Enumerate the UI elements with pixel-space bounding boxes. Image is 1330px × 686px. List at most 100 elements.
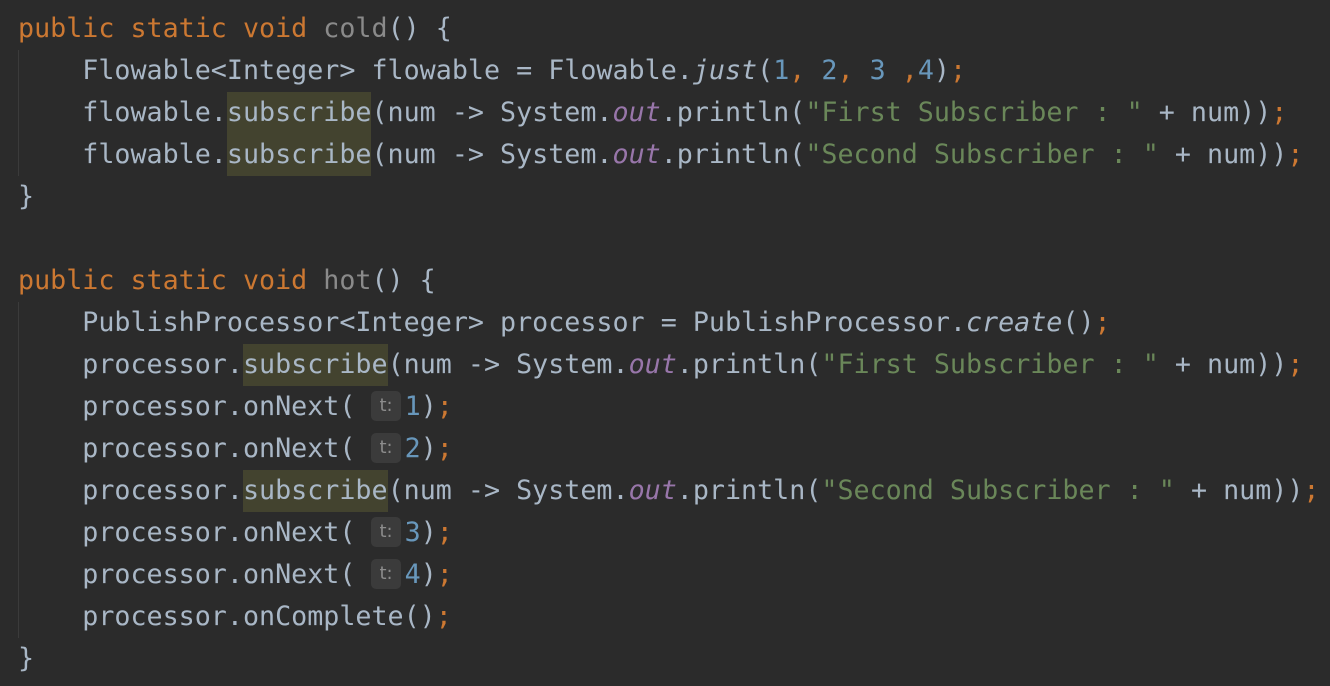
- code-token: ,: [837, 55, 870, 86]
- number-literal: 2: [821, 55, 838, 86]
- code-token: PublishProcessor<Integer> processor = Pu…: [18, 307, 966, 338]
- parameter-hint: t:: [371, 516, 401, 547]
- number-literal: 2: [404, 433, 421, 464]
- code-line[interactable]: ​: [0, 218, 1330, 260]
- number-literal: 1: [404, 391, 421, 422]
- usage-highlight: subscribe: [242, 344, 388, 386]
- code-token: ;: [1271, 97, 1288, 128]
- code-token: ;: [436, 391, 453, 422]
- code-token: out: [628, 475, 677, 506]
- code-token: processor.: [18, 349, 243, 380]
- code-token: flowable.: [18, 97, 227, 128]
- code-token: processor.onNext(: [18, 559, 372, 590]
- code-token: cold: [323, 13, 388, 44]
- code-token: () {: [371, 265, 436, 296]
- code-token: ;: [435, 601, 452, 632]
- code-line[interactable]: flowable.subscribe(num -> System.out.pri…: [0, 134, 1330, 176]
- code-line[interactable]: processor.onComplete();: [0, 596, 1330, 638]
- code-line[interactable]: PublishProcessor<Integer> processor = Pu…: [0, 302, 1330, 344]
- code-token: Flowable<Integer> flowable = Flowable.: [18, 55, 693, 86]
- number-literal: 3: [869, 55, 886, 86]
- code-token: (: [757, 55, 774, 86]
- code-token: (num -> System.: [371, 97, 613, 128]
- number-literal: 1: [773, 55, 790, 86]
- code-token: flowable.: [18, 139, 227, 170]
- keyword: public static void: [18, 265, 324, 296]
- code-token: + num)): [1158, 139, 1288, 170]
- code-line[interactable]: processor.onNext( t:1);: [0, 386, 1330, 428]
- code-token: ;: [1287, 349, 1304, 380]
- indent-guide: [18, 134, 19, 176]
- code-token: out: [612, 139, 661, 170]
- code-token: .println(: [660, 139, 806, 170]
- number-literal: 3: [404, 517, 421, 548]
- string-literal: "Second Subscriber : ": [805, 139, 1159, 170]
- string-literal: "First Subscriber : ": [805, 97, 1143, 128]
- code-token: (num -> System.: [371, 139, 613, 170]
- code-token: ;: [1287, 139, 1304, 170]
- code-line[interactable]: public static void hot() {: [0, 260, 1330, 302]
- code-token: just: [692, 55, 758, 86]
- code-token: ;: [1094, 307, 1111, 338]
- code-token: + num)): [1158, 349, 1288, 380]
- code-token: }: [18, 643, 35, 674]
- code-line[interactable]: processor.onNext( t:2);: [0, 428, 1330, 470]
- indent-guide: [18, 344, 19, 386]
- code-token: ,: [885, 55, 918, 86]
- indent-guide: [18, 50, 19, 92]
- code-line[interactable]: processor.onNext( t:4);: [0, 554, 1330, 596]
- code-token: ;: [1303, 475, 1320, 506]
- number-literal: 4: [404, 559, 421, 590]
- code-token: .println(: [660, 97, 806, 128]
- code-line[interactable]: }: [0, 638, 1330, 680]
- code-line[interactable]: processor.onNext( t:3);: [0, 512, 1330, 554]
- code-line[interactable]: processor.subscribe(num -> System.out.pr…: [0, 344, 1330, 386]
- code-token: .println(: [676, 475, 822, 506]
- code-token: processor.onNext(: [18, 517, 372, 548]
- indent-guide: [18, 470, 19, 512]
- code-token: + num)): [1142, 97, 1272, 128]
- code-token: ): [933, 55, 950, 86]
- indent-guide: [18, 512, 19, 554]
- code-token: .println(: [676, 349, 822, 380]
- indent-guide: [18, 428, 19, 470]
- code-token: (num -> System.: [387, 475, 629, 506]
- code-token: create: [965, 307, 1063, 338]
- code-token: processor.onNext(: [18, 391, 372, 422]
- code-token: ): [420, 559, 437, 590]
- code-line[interactable]: Flowable<Integer> flowable = Flowable.ju…: [0, 50, 1330, 92]
- code-line[interactable]: }: [0, 176, 1330, 218]
- code-token: ;: [950, 55, 967, 86]
- code-token: + num)): [1174, 475, 1304, 506]
- code-token: ): [420, 433, 437, 464]
- code-token: out: [612, 97, 661, 128]
- indent-guide: [18, 92, 19, 134]
- code-line[interactable]: flowable.subscribe(num -> System.out.pri…: [0, 92, 1330, 134]
- indent-guide: [18, 554, 19, 596]
- code-token: ): [420, 517, 437, 548]
- usage-highlight: subscribe: [242, 470, 388, 512]
- code-token: out: [628, 349, 677, 380]
- indent-guide: [18, 386, 19, 428]
- code-line[interactable]: public static void cold() {: [0, 8, 1330, 50]
- code-token: processor.: [18, 475, 243, 506]
- code-token: ;: [436, 433, 453, 464]
- code-token: () {: [387, 13, 452, 44]
- indent-guide: [18, 302, 19, 344]
- code-token: hot: [323, 265, 372, 296]
- number-literal: 4: [917, 55, 934, 86]
- usage-highlight: subscribe: [226, 134, 372, 176]
- parameter-hint: t:: [371, 432, 401, 463]
- code-token: ,: [789, 55, 822, 86]
- indent-guide: [18, 596, 19, 638]
- code-token: ;: [436, 517, 453, 548]
- code-token: }: [18, 181, 35, 212]
- code-token: ;: [436, 559, 453, 590]
- string-literal: "First Subscriber : ": [821, 349, 1159, 380]
- code-token: (num -> System.: [387, 349, 629, 380]
- code-line[interactable]: processor.subscribe(num -> System.out.pr…: [0, 470, 1330, 512]
- code-token: processor.onComplete(): [18, 601, 436, 632]
- code-token: processor.onNext(: [18, 433, 372, 464]
- keyword: public static void: [18, 13, 324, 44]
